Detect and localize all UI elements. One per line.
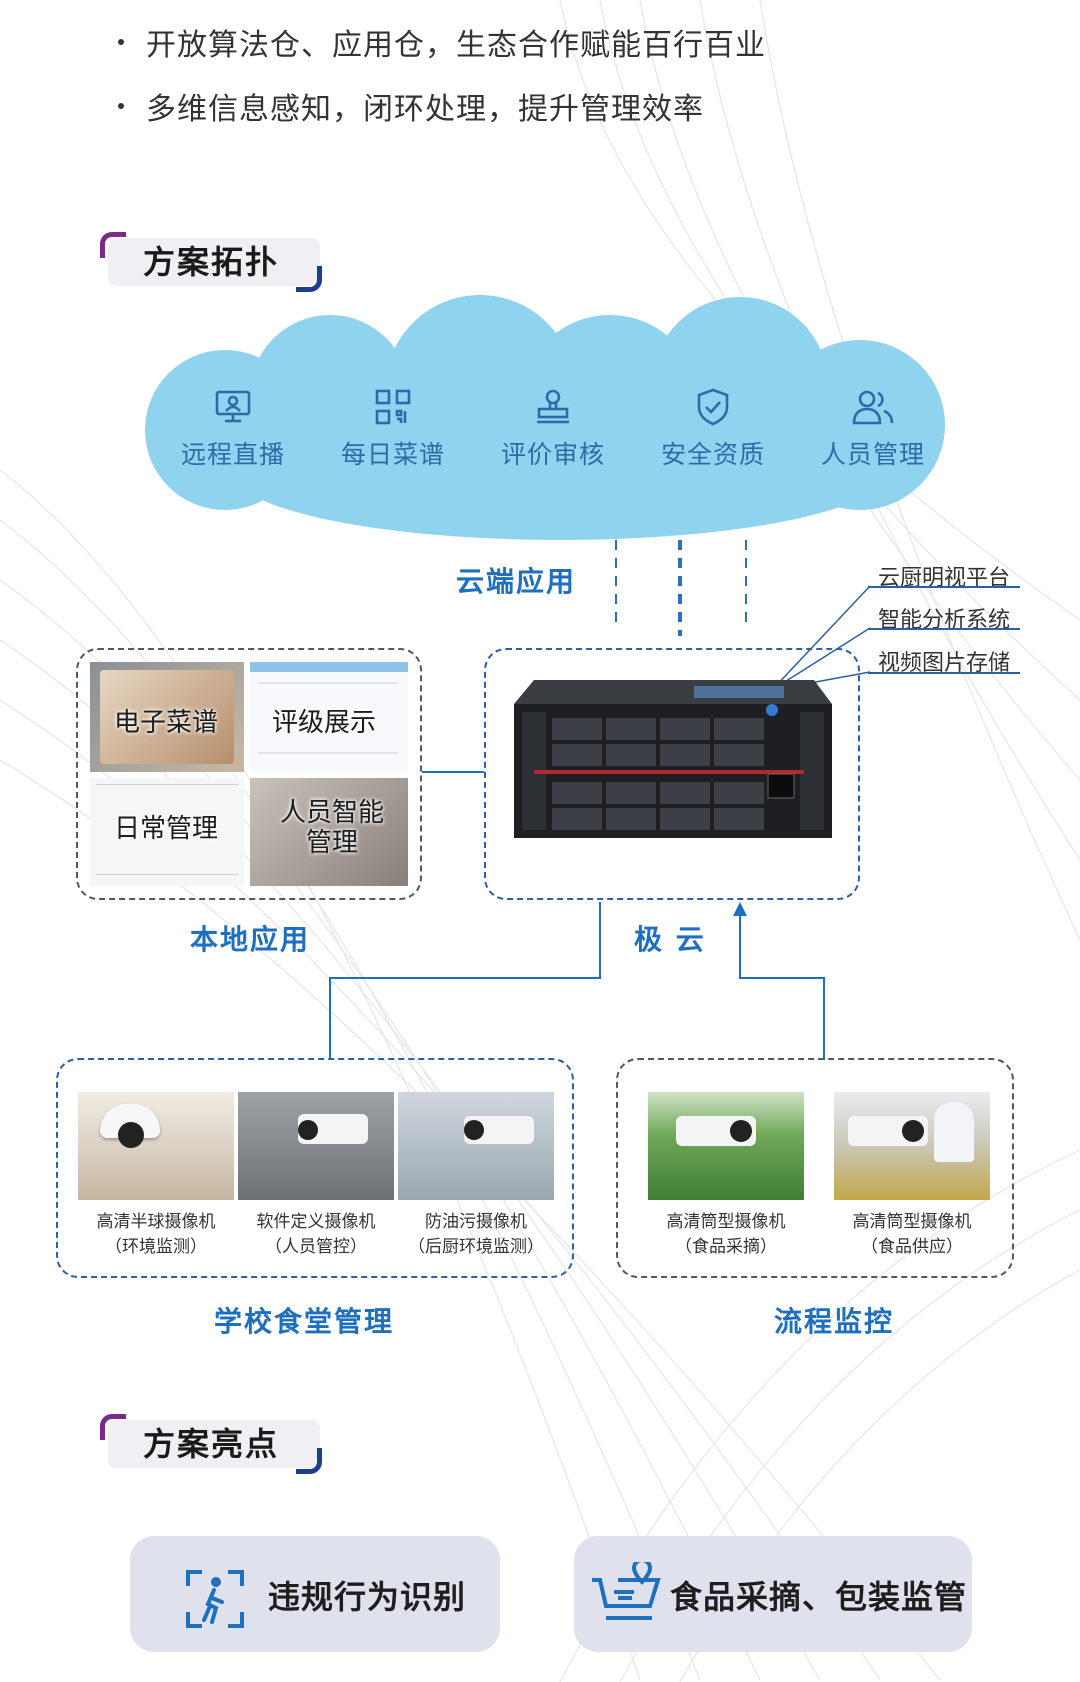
topology-connectors bbox=[329, 771, 825, 1060]
feature-storage: 视频图片存储 bbox=[878, 651, 1011, 676]
camera-use: （环境监测） bbox=[105, 1237, 207, 1257]
cloud-shape bbox=[145, 295, 945, 540]
tile-e-menu[interactable]: 电子菜谱 bbox=[90, 662, 244, 772]
feature-underline bbox=[868, 628, 1020, 630]
school-canteen-box bbox=[56, 1058, 574, 1278]
bullet-dot bbox=[118, 39, 124, 45]
tile-label: 日常管理 bbox=[114, 814, 219, 844]
camera-photo-sdc bbox=[238, 1092, 394, 1200]
tile-label: 人员智能 管理 bbox=[279, 798, 384, 858]
basket-pin-icon bbox=[592, 1562, 661, 1620]
cloud-item-label: 远程直播 bbox=[180, 440, 285, 469]
feature-underline bbox=[868, 672, 1020, 674]
highlight-card-violation[interactable]: 违规行为识别 bbox=[130, 1536, 500, 1652]
edge-cloud-label: 极 云 bbox=[634, 923, 706, 956]
camera-use: （食品采摘） bbox=[675, 1237, 777, 1257]
local-apps-label: 本地应用 bbox=[190, 923, 311, 956]
cloud-item-label: 评价审核 bbox=[500, 440, 605, 469]
bullet-1: 开放算法仓、应用仓，生态合作赋能百行百业 bbox=[118, 20, 766, 64]
camera-photo-supply bbox=[834, 1092, 990, 1200]
bullet-text: 开放算法仓、应用仓，生态合作赋能百行百业 bbox=[146, 28, 766, 63]
camera-use: （食品供应） bbox=[861, 1237, 963, 1257]
highlight-label: 违规行为识别 bbox=[268, 1578, 467, 1616]
camera-caption-oilproof: 防油污摄像机 （后厨环境监测） bbox=[398, 1210, 554, 1260]
tile-daily-mgmt[interactable]: 日常管理 bbox=[90, 778, 244, 886]
shield-check-icon bbox=[697, 388, 729, 426]
bullet-dot bbox=[118, 103, 124, 109]
camera-caption-harvest: 高清筒型摄像机 （食品采摘） bbox=[648, 1210, 804, 1260]
cloud-connectors bbox=[615, 540, 747, 636]
camera-photo-oilproof bbox=[398, 1092, 554, 1200]
camera-name: 高清筒型摄像机 bbox=[852, 1212, 972, 1232]
cloud-item-staff[interactable]: 人员管理 bbox=[808, 385, 938, 471]
stamp-icon bbox=[537, 389, 569, 424]
cloud-apps-label: 云端应用 bbox=[456, 565, 577, 598]
feature-underline bbox=[868, 586, 1020, 588]
cloud-item-review[interactable]: 评价审核 bbox=[488, 385, 618, 471]
school-canteen-label: 学校食堂管理 bbox=[214, 1305, 395, 1338]
users-icon bbox=[852, 390, 894, 425]
camera-name: 软件定义摄像机 bbox=[256, 1212, 376, 1232]
bullet-text: 多维信息感知，闭环处理，提升管理效率 bbox=[146, 92, 704, 127]
tile-staff-smart-mgmt[interactable]: 人员智能 管理 bbox=[250, 778, 408, 886]
bullet-2: 多维信息感知，闭环处理，提升管理效率 bbox=[118, 84, 704, 128]
camera-name: 防油污摄像机 bbox=[425, 1212, 527, 1232]
highlight-card-food-packaging[interactable]: 食品采摘、包装监管 bbox=[574, 1536, 972, 1652]
server-image bbox=[514, 680, 832, 838]
local-apps-box bbox=[76, 648, 422, 900]
tile-label: 电子菜谱 bbox=[114, 708, 219, 738]
cloud-item-label: 人员管理 bbox=[820, 440, 925, 469]
camera-photo-harvest bbox=[648, 1092, 804, 1200]
monitor-icon bbox=[215, 390, 251, 423]
camera-caption-sdc: 软件定义摄像机 （人员管控） bbox=[238, 1210, 394, 1260]
cloud-item-daily-menu[interactable]: 每日菜谱 bbox=[328, 385, 458, 471]
camera-caption-dome: 高清半球摄像机 （环境监测） bbox=[78, 1210, 234, 1260]
camera-use: （人员管控） bbox=[265, 1237, 367, 1257]
cloud-item-remote-live[interactable]: 远程直播 bbox=[168, 385, 298, 471]
process-monitor-label: 流程监控 bbox=[774, 1305, 895, 1338]
section-tag-highlights: 方案亮点 bbox=[100, 1414, 322, 1474]
cloud-item-label: 安全资质 bbox=[660, 440, 765, 469]
person-walk-icon bbox=[186, 1570, 244, 1628]
qr-grid-icon bbox=[375, 389, 411, 425]
highlight-label: 食品采摘、包装监管 bbox=[670, 1578, 968, 1616]
camera-photo-dome bbox=[78, 1092, 234, 1200]
cloud-item-label: 每日菜谱 bbox=[340, 440, 445, 469]
tile-rating-display[interactable]: 评级展示 bbox=[250, 662, 408, 772]
section-title: 方案拓扑 bbox=[142, 243, 279, 281]
section-title: 方案亮点 bbox=[142, 1425, 279, 1463]
tile-label: 评级展示 bbox=[272, 708, 377, 738]
camera-use: （后厨环境监测） bbox=[408, 1237, 544, 1257]
server-box bbox=[484, 648, 860, 900]
camera-caption-supply: 高清筒型摄像机 （食品供应） bbox=[834, 1210, 990, 1260]
camera-name: 高清半球摄像机 bbox=[96, 1212, 216, 1232]
section-tag-topology: 方案拓扑 bbox=[100, 232, 322, 292]
process-monitor-box bbox=[616, 1058, 1014, 1278]
cloud-item-safety[interactable]: 安全资质 bbox=[648, 385, 778, 471]
camera-name: 高清筒型摄像机 bbox=[666, 1212, 786, 1232]
